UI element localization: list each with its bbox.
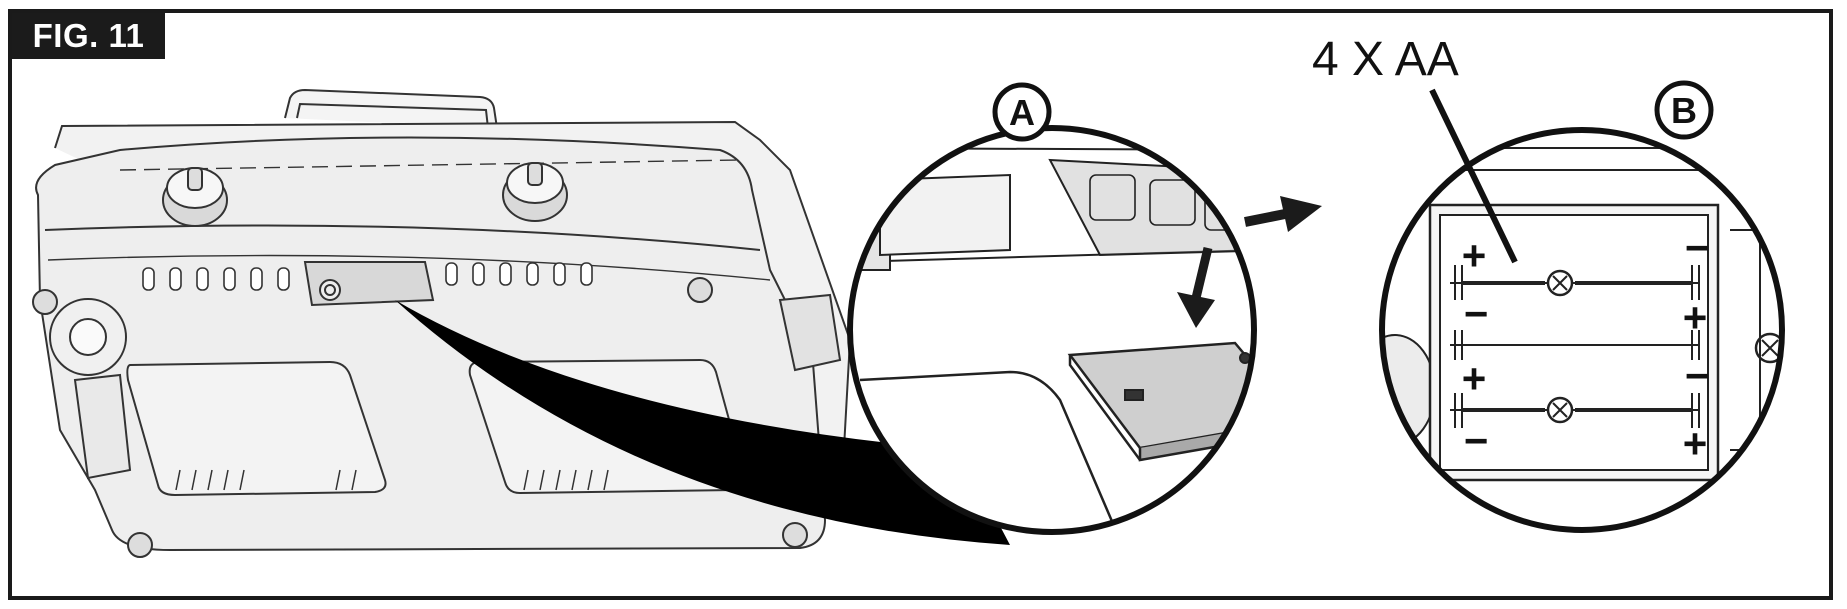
speaker-grille bbox=[49, 298, 127, 376]
foot bbox=[687, 277, 713, 303]
polarity-cell2-right: + bbox=[1683, 294, 1708, 341]
polarity-cell3-left: + bbox=[1462, 355, 1487, 402]
polarity-cell1-right: − bbox=[1685, 224, 1710, 271]
battery-type-label: 4 X AA bbox=[1312, 33, 1459, 86]
screw-icon bbox=[1546, 269, 1574, 297]
foot bbox=[32, 289, 58, 315]
screw-icon bbox=[1754, 332, 1782, 364]
bottom-panel-left bbox=[126, 360, 387, 497]
battery-cells bbox=[1450, 265, 1700, 428]
detail-circle-b: + − − + + − − + B bbox=[1379, 80, 1785, 533]
callout-b-label: B bbox=[1671, 90, 1697, 131]
control-knob-right bbox=[502, 162, 568, 222]
device-battery-door bbox=[303, 261, 435, 307]
polarity-cell4-right: + bbox=[1683, 420, 1708, 467]
carry-handle bbox=[284, 88, 498, 129]
polarity-cell2-left: − bbox=[1464, 290, 1489, 337]
figure-tag: FIG. 11 bbox=[12, 13, 165, 59]
top-vent-slots bbox=[119, 159, 741, 171]
polarity-cell1-left: + bbox=[1462, 232, 1487, 279]
figure-frame bbox=[8, 9, 1833, 600]
polarity-marks: + − − + + − − + bbox=[1462, 224, 1710, 467]
detail-circle-a: A bbox=[847, 82, 1322, 535]
screw-icon bbox=[1546, 396, 1574, 424]
control-knob-left bbox=[162, 167, 228, 227]
arrow-down-icon bbox=[1177, 246, 1215, 328]
foot bbox=[127, 532, 153, 558]
arrow-right-icon bbox=[1244, 196, 1322, 232]
callout-a-badge bbox=[992, 82, 1052, 142]
callout-a-label: A bbox=[1009, 92, 1035, 133]
polarity-cell3-right: − bbox=[1685, 352, 1710, 399]
callout-b-badge bbox=[1654, 80, 1714, 140]
polarity-cell4-left: − bbox=[1464, 417, 1489, 464]
battery-label-leader bbox=[1429, 88, 1518, 264]
side-vent-slots bbox=[142, 262, 593, 291]
zoom-swoosh bbox=[395, 300, 1010, 545]
foot bbox=[782, 522, 808, 548]
